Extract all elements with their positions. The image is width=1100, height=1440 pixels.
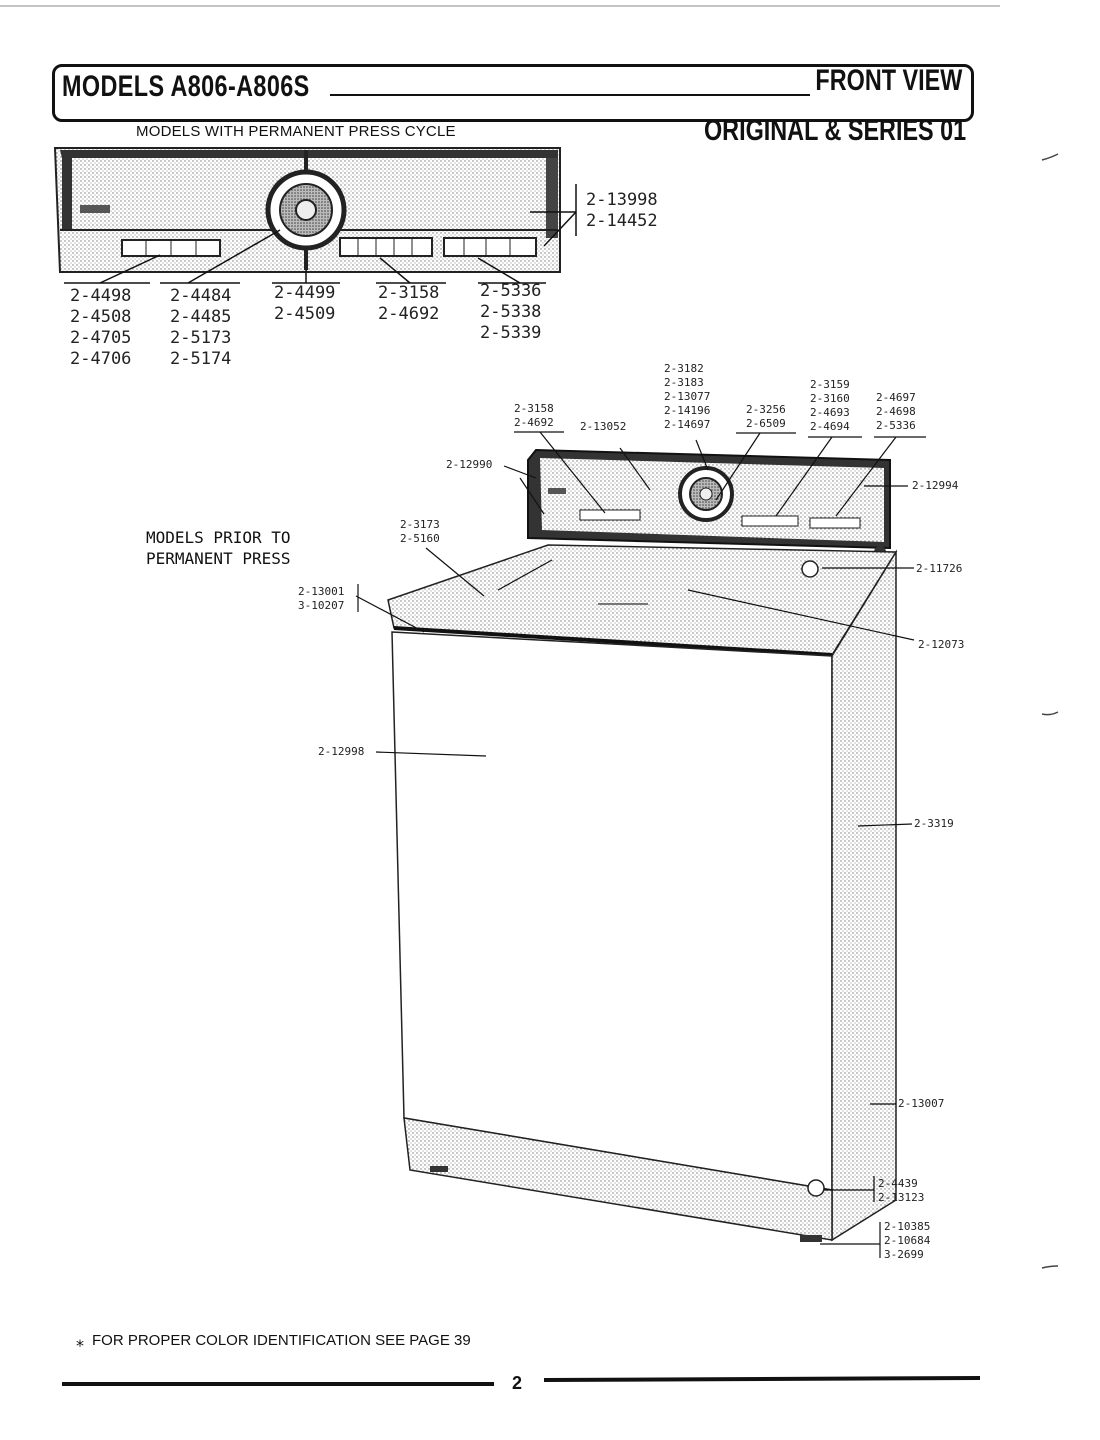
label-lid: 2-3173 2-5160 — [400, 518, 440, 546]
part-number: 2-3319 — [914, 817, 954, 830]
part-number: 2-4499 — [274, 283, 336, 303]
page-number: 2 — [512, 1373, 523, 1393]
top-leaders — [64, 184, 577, 284]
washer-drawing — [387, 448, 898, 1242]
label-top: 2-12073 — [918, 638, 964, 652]
label-feet: 2-10385 2-10684 3-2699 — [884, 1220, 930, 1262]
prior-models-caption: MODELS PRIOR TO PERMANENT PRESS — [146, 528, 291, 568]
label-lid-switch: 2-11726 — [916, 562, 962, 576]
part-number: 2-3256 — [746, 403, 786, 416]
part-number: 2-4697 — [876, 391, 916, 404]
part-number: 2-14452 — [586, 211, 658, 231]
part-number: 2-13052 — [580, 420, 627, 433]
models-title: MODELS A806-A806S — [62, 70, 310, 103]
part-number: 2-4705 — [70, 328, 132, 348]
part-number: 2-4439 — [878, 1177, 918, 1190]
label-base: 2-13007 — [898, 1097, 944, 1111]
part-number: 2-4484 — [170, 286, 232, 306]
part-number: 2-13998 — [586, 190, 658, 210]
part-number: 2-13077 — [664, 390, 711, 403]
part-number: 2-5336 — [876, 419, 916, 432]
main-leaders — [355, 431, 926, 1258]
part-number: 2-12998 — [318, 745, 365, 758]
part-group-6: 2-13998 2-14452 — [586, 190, 658, 232]
label-front-panel: 2-12998 — [318, 745, 364, 759]
label-dial-parts: 2-3182 2-3183 2-13077 2-14196 2-14697 — [664, 362, 710, 432]
part-number: 2-12990 — [446, 458, 493, 471]
asterisk: * — [76, 1336, 84, 1355]
part-number: 2-4698 — [876, 405, 916, 418]
part-group-1: 2-4498 2-4508 2-4705 2-4706 — [70, 286, 131, 370]
part-group-4: 2-3158 2-4692 — [378, 283, 439, 325]
label-mid: 2-3256 2-6509 — [746, 403, 786, 431]
part-number: 2-4706 — [70, 349, 132, 369]
label-right-b: 2-4697 2-4698 2-5336 — [876, 391, 916, 433]
part-number: 2-10385 — [884, 1220, 931, 1233]
part-number: 3-10207 — [298, 599, 345, 612]
part-number: 2-5174 — [170, 349, 232, 369]
part-number: 2-3183 — [664, 376, 704, 389]
part-number: 2-6509 — [746, 417, 786, 430]
part-number: 2-4498 — [70, 286, 132, 306]
part-number: 2-5173 — [170, 328, 232, 348]
part-number: 2-3159 — [810, 378, 850, 391]
part-number: 2-12994 — [912, 479, 959, 492]
part-number: 2-5338 — [480, 302, 542, 322]
label-panel: 2-13052 — [580, 420, 626, 434]
part-number: 2-5339 — [480, 323, 542, 343]
part-number: 2-4485 — [170, 307, 232, 327]
part-number: 2-10684 — [884, 1234, 931, 1247]
part-number: 2-4694 — [810, 420, 850, 433]
part-number: 3-2699 — [884, 1248, 924, 1261]
label-hinge: 2-13001 3-10207 — [298, 585, 344, 613]
part-group-2: 2-4484 2-4485 2-5173 2-5174 — [170, 286, 231, 370]
label-bumper: 2-4439 2-13123 — [878, 1177, 924, 1205]
footer-rule-right — [543, 1376, 981, 1382]
view-title: FRONT VIEW — [815, 64, 962, 97]
label-right-a: 2-3159 2-3160 2-4693 2-4694 — [810, 378, 850, 434]
label-end-cap: 2-12990 — [446, 458, 492, 472]
part-number: 2-12073 — [918, 638, 965, 651]
color-note: FOR PROPER COLOR IDENTIFICATION SEE PAGE… — [92, 1332, 471, 1349]
series-title: ORIGINAL & SERIES 01 — [703, 114, 966, 147]
part-number: 2-14697 — [664, 418, 711, 431]
permanent-press-console — [53, 147, 561, 273]
permanent-press-caption: MODELS WITH PERMANENT PRESS CYCLE — [136, 123, 456, 140]
part-number: 2-13123 — [878, 1191, 925, 1204]
part-group-3: 2-4499 2-4509 — [274, 283, 335, 325]
part-number: 2-4692 — [378, 304, 440, 324]
part-number: 2-11726 — [916, 562, 963, 575]
part-number: 2-13001 — [298, 585, 345, 598]
part-number: 2-5336 — [480, 281, 542, 301]
label-left-panel: 2-3158 2-4692 — [514, 402, 554, 430]
part-number: 2-14196 — [664, 404, 711, 417]
header-frame — [52, 64, 974, 122]
part-number: 2-4692 — [514, 416, 554, 429]
part-number: 2-3173 — [400, 518, 440, 531]
part-number: 2-3182 — [664, 362, 704, 375]
part-number: 2-3160 — [810, 392, 850, 405]
part-number: 2-5160 — [400, 532, 440, 545]
part-number: 2-13007 — [898, 1097, 945, 1110]
label-console-right: 2-12994 — [912, 479, 958, 493]
part-number: 2-3158 — [378, 283, 440, 303]
part-number: 2-4693 — [810, 406, 850, 419]
label-cabinet: 2-3319 — [914, 817, 954, 831]
part-number: 2-4508 — [70, 307, 132, 327]
part-group-5: 2-5336 2-5338 2-5339 — [480, 281, 541, 344]
part-number: 2-3158 — [514, 402, 554, 415]
part-number: 2-4509 — [274, 304, 336, 324]
